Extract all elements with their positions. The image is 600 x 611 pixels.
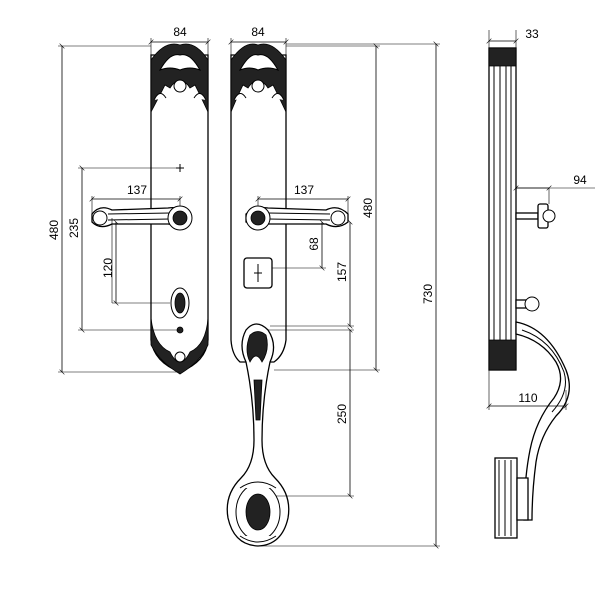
dim-left-lever-to-cylinder: 120 (101, 258, 115, 278)
dim-left-lever: 137 (127, 183, 147, 197)
right-lever (245, 205, 349, 231)
dim-total-height: 730 (421, 284, 435, 304)
side-knob (515, 203, 556, 229)
dim-knob-projection: 94 (573, 173, 587, 187)
right-crest-ornament (230, 43, 287, 113)
right-thumbturn (243, 257, 273, 289)
side-plate (488, 47, 517, 371)
dim-right-lever: 137 (294, 183, 314, 197)
left-bottom-ornament (150, 317, 209, 375)
dim-handle-projection: 110 (518, 391, 537, 405)
side-thumbturn (515, 296, 540, 312)
dim-left-lever-to-bottom: 235 (67, 218, 81, 238)
right-front-view (226, 43, 349, 547)
dim-grip-length: 250 (335, 404, 349, 424)
dim-left-overall-height: 480 (47, 220, 61, 240)
left-crest-ornament (150, 43, 209, 113)
dim-right-lever-to-thumbturn: 68 (307, 237, 321, 251)
dim-right-plate-width: 84 (251, 25, 265, 39)
left-cylinder-escutcheon (170, 287, 190, 319)
grip-handle (226, 323, 290, 547)
side-view (488, 47, 570, 539)
side-bottom-block (494, 457, 518, 539)
dimensions-layer: 84 84 33 137 137 94 480 235 120 68 (47, 25, 595, 546)
dim-left-plate-width: 84 (173, 25, 187, 39)
dim-side-depth: 33 (525, 27, 539, 41)
dim-right-lever-to-handle: 157 (335, 262, 349, 282)
left-front-view (91, 43, 209, 375)
dim-right-overall-height: 480 (361, 198, 375, 218)
left-lever (91, 205, 193, 231)
